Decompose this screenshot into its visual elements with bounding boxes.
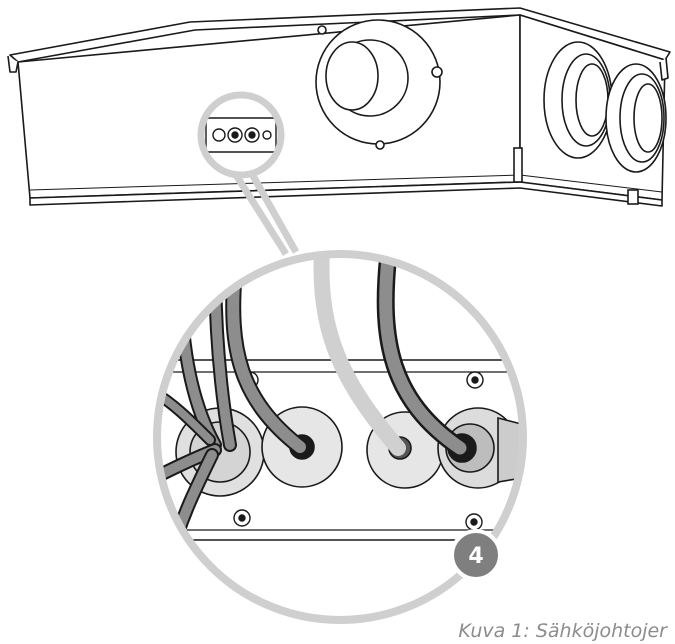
callout-connector	[233, 172, 300, 256]
cable-entry-plate	[205, 117, 277, 153]
mounting-bracket-right	[659, 57, 669, 81]
figure-caption: Kuva 1: Sähköjohtojer	[458, 620, 667, 642]
callout-badge: 4	[450, 529, 502, 581]
cable-gland	[437, 407, 523, 489]
callout-number: 4	[468, 544, 483, 569]
top-duct-flange	[315, 19, 443, 150]
mounting-bracket-left	[7, 55, 19, 73]
side-duct-connectors	[513, 41, 667, 205]
callout-source-ring	[197, 91, 285, 179]
magnifier-ring	[153, 250, 527, 624]
